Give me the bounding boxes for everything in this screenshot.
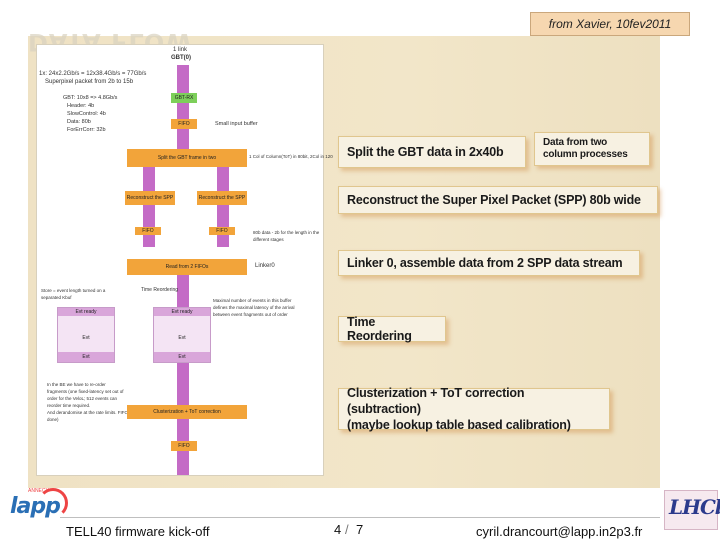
- lapp-logo-small: ANNECY: [28, 488, 49, 494]
- gbt-field: ForErrCorr: 32b: [67, 127, 106, 133]
- pipe-top: [177, 65, 189, 165]
- event-note: Store = event length turned on a: [41, 288, 106, 293]
- callout-two-processes-line: column processes: [543, 149, 628, 160]
- author-email: cyril.drancourt@lapp.in2p3.fr: [476, 524, 643, 539]
- fifo-bottom-box: FIFO: [171, 441, 197, 451]
- gbt-rx-box: GBT-RX: [171, 93, 197, 103]
- reconstruct-right-box: Reconstruct the SPP: [197, 191, 247, 205]
- buffer-column-right: Evt ready Evt Evt: [153, 307, 211, 363]
- event-note: separated Kbuf: [41, 295, 72, 300]
- fifo-box: FIFO: [171, 119, 197, 129]
- read-fifos-box: Read from 2 FIFOs: [127, 259, 247, 275]
- max-note: between event fragments out of order: [213, 312, 288, 317]
- callout-cluster-line-1: Clusterization + ToT correction (subtrac…: [347, 386, 525, 416]
- bottom-note: reorder time required.: [47, 403, 91, 408]
- callout-linker: Linker 0, assemble data from 2 SPP data …: [338, 250, 640, 276]
- reconstruct-left-box: Reconstruct the SPP: [125, 191, 175, 205]
- lhcb-logo-text: LHCb: [669, 495, 720, 519]
- pipe-right: [217, 167, 229, 247]
- callout-two-processes: Data from two column processes: [534, 132, 650, 166]
- buffer-column-left: Evt ready Evt Evt: [57, 307, 115, 363]
- page-separator: /: [345, 522, 349, 537]
- callout-cluster-line-2: (maybe lookup table based calibration): [347, 418, 571, 432]
- buffer-footer: Evt: [58, 352, 114, 362]
- bottom-note: In the BE we have to re-order: [47, 382, 106, 387]
- page-number: 4: [334, 522, 342, 537]
- bottom-note: And derandomise at the rate limits. FIFO: [47, 410, 129, 415]
- footer-title: TELL40 firmware kick-off: [66, 524, 210, 539]
- gbt-field: Data: 80b: [67, 119, 91, 125]
- reco-note: different stages: [253, 237, 284, 242]
- buffer-cell: Evt: [178, 335, 186, 341]
- buffer-header: Evt ready: [154, 308, 210, 316]
- time-reorder-label: Time Reordering: [141, 287, 179, 293]
- bottom-note: fragments (one fixed-latency set out of: [47, 389, 124, 394]
- firmware-dataflow-diagram: 1 link GBT(0) 1x: 24x2.2Gb/s = 12x38.4Gb…: [36, 44, 333, 476]
- gbt-field: Header: 4b: [67, 103, 95, 109]
- max-note: defines the maximal latency of the arriv…: [213, 305, 295, 310]
- callout-two-processes-line: Data from two: [543, 137, 608, 148]
- bottom-note: order for the VeloL; 512 events can: [47, 396, 118, 401]
- split-box: Split the GBT frame in two: [127, 149, 247, 167]
- gbt-label: GBT(0): [171, 55, 191, 61]
- reco-note: 80b data - 2b for the length in the: [253, 230, 320, 235]
- gbt-field: GBT: 10x8 => 4.8Gb/s: [63, 95, 118, 101]
- gbt-top-label: 1 link: [173, 47, 188, 53]
- rate-line-2: Superpixel packet from 2b to 15b: [45, 79, 134, 85]
- callout-split-gbt: Split the GBT data in 2x40b: [338, 136, 526, 168]
- pipe-middle: [177, 275, 189, 315]
- buffer-cell: Evt: [82, 335, 90, 341]
- source-note: from Xavier, 10fev2011: [530, 12, 690, 36]
- callout-clusterization: Clusterization + ToT correction (subtrac…: [338, 386, 610, 432]
- buffer-header: Evt ready: [58, 308, 114, 316]
- lapp-logo: ANNECY lapp: [8, 488, 68, 524]
- buffer-footer: Evt: [154, 352, 210, 362]
- lhcb-logo: LHCb: [664, 490, 720, 530]
- cluster-box: Clusterization + ToT correction: [127, 405, 247, 419]
- fifo-right-box: FIFO: [209, 227, 235, 235]
- footer-divider: [60, 517, 660, 518]
- callout-time-reordering: Time Reordering: [338, 315, 446, 343]
- pipe-left: [143, 167, 155, 247]
- callout-reconstruct: Reconstruct the Super Pixel Packet (SPP)…: [338, 186, 658, 214]
- rate-line-1: 1x: 24x2.2Gb/s = 12x38.4Gb/s = 77Gb/s: [39, 71, 147, 77]
- small-input-note: Small input buffer: [215, 121, 258, 127]
- page-total: 7: [356, 522, 364, 537]
- lapp-logo-swoosh: [38, 488, 68, 518]
- pipe-bottom: [177, 363, 189, 475]
- max-note: Maximal number of events in this buffer: [213, 298, 292, 303]
- split-note: 1 Col of Column(ToT) in 80bit, 2Col in 1…: [249, 154, 333, 159]
- linker-label: Linker0: [255, 263, 275, 269]
- gbt-field: SlowControl: 4b: [67, 111, 106, 117]
- lapp-logo-text: lapp: [10, 494, 61, 519]
- bottom-note: done): [47, 417, 59, 422]
- fifo-left-box: FIFO: [135, 227, 161, 235]
